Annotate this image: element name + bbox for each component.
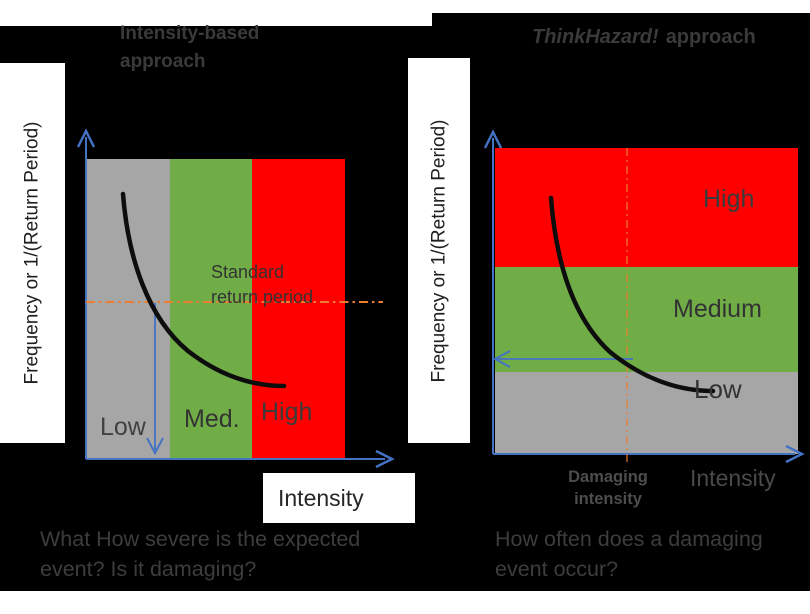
left-band-label-low: Low (100, 413, 146, 441)
right-band-label-high: High (703, 185, 755, 213)
left-y-axis-label: Frequency or 1/(Return Period) (21, 121, 43, 385)
left-caption-line1: What How severe is the expected (40, 527, 361, 551)
right-band-label-medium: Medium (673, 295, 762, 323)
right-figure-title: ThinkHazard! approach (532, 23, 756, 51)
right-caption-line2: event occur? (495, 557, 619, 581)
right-band-label-low: Low (694, 374, 742, 404)
right-title-emphasis: ThinkHazard! (532, 26, 659, 48)
right-caption-line1: How often does a damaging (495, 527, 763, 551)
right-y-axis-label-strip: Frequency or 1/(Return Period) (408, 58, 470, 443)
right-band-low (495, 372, 798, 454)
standard-return-period-line2: return period (211, 287, 314, 307)
left-band-label-medium: Med. (184, 405, 240, 433)
left-x-axis-label-box: Intensity (263, 473, 415, 523)
left-y-axis-label-strip: Frequency or 1/(Return Period) (0, 63, 65, 443)
damaging-intensity-line2: intensity (574, 490, 642, 508)
left-title-line1: Intensity-based (120, 23, 260, 44)
standard-return-period-annotation: Standard return period (211, 260, 313, 310)
right-caption: How often does a damaging event occur? (495, 524, 763, 584)
left-figure-title: Intensity-based approach (120, 20, 259, 76)
right-x-axis-label: Intensity (690, 465, 776, 491)
left-x-axis-label: Intensity (278, 484, 364, 511)
damaging-intensity-annotation: Damaging intensity (551, 466, 665, 510)
damaging-intensity-line1: Damaging (568, 468, 648, 486)
right-title-rest: approach (665, 26, 756, 48)
standard-return-period-line1: Standard (211, 262, 285, 282)
right-y-axis-label: Frequency or 1/(Return Period) (428, 119, 450, 382)
left-band-label-high: High (261, 398, 313, 426)
left-title-line2: approach (120, 51, 206, 72)
left-caption: What How severe is the expected event? I… (40, 524, 360, 584)
left-caption-line2: event? Is it damaging? (40, 557, 257, 581)
